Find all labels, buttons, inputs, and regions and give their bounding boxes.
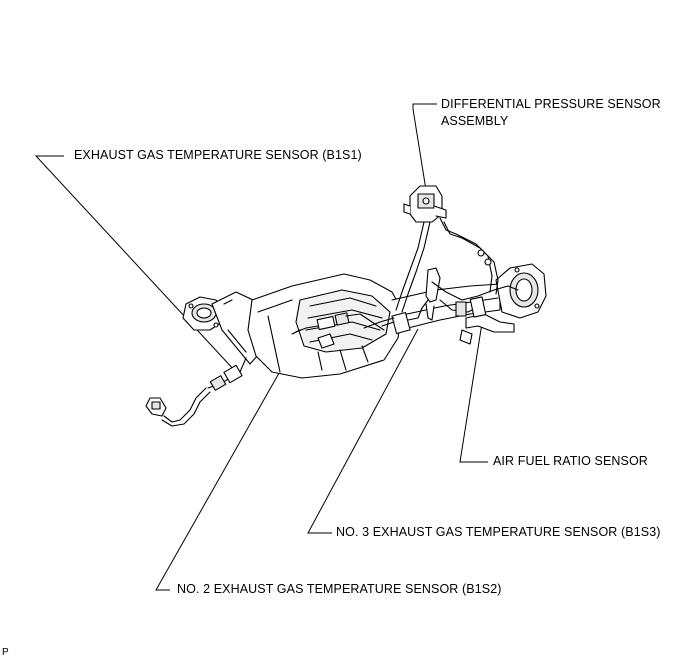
egt-sensor-b1s2: [291, 312, 385, 335]
footer-code: P: [2, 647, 9, 658]
pressure-tubes: [395, 217, 499, 313]
label-egt-b1s1: EXHAUST GAS TEMPERATURE SENSOR (B1S1): [74, 148, 362, 162]
leader-lines: [34, 103, 488, 591]
air-fuel-ratio-sensor: [425, 267, 519, 321]
label-air-fuel-ratio: AIR FUEL RATIO SENSOR: [493, 454, 648, 468]
label-egt-b1s2: NO. 2 EXHAUST GAS TEMPERATURE SENSOR (B1…: [177, 582, 502, 596]
leader-line-egt-b1s2: [155, 328, 305, 591]
egt-sensor-b1s3: [363, 299, 429, 335]
leader-line-air-fuel-ratio: [459, 322, 488, 463]
leader-line-egt-b1s1: [34, 155, 237, 373]
leader-line-differential-pressure: [412, 103, 437, 191]
exhaust-assembly: [145, 185, 547, 427]
egt-sensor-b1s1: [145, 357, 247, 427]
label-differential-pressure-line1: DIFFERENTIAL PRESSURE SENSOR: [441, 97, 661, 111]
leader-line-egt-b1s3: [307, 328, 419, 534]
rear-bracket: [459, 313, 515, 345]
label-egt-b1s3: NO. 3 EXHAUST GAS TEMPERATURE SENSOR (B1…: [336, 525, 661, 539]
outlet-flange: [495, 263, 547, 319]
differential-pressure-sensor: [403, 185, 447, 223]
label-differential-pressure-line2: ASSEMBLY: [441, 114, 509, 128]
